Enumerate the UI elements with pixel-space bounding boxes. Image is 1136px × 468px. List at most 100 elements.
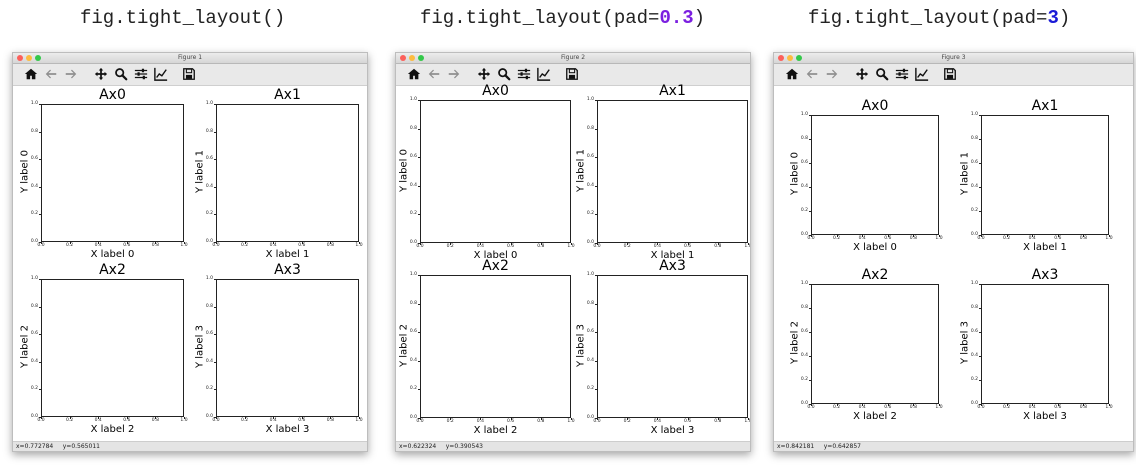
x-tick-mark <box>597 418 598 420</box>
x-tick-label: 0.4 <box>1028 236 1036 241</box>
forward-arrow-button[interactable] <box>446 66 462 82</box>
y-tick-mark <box>418 214 420 216</box>
back-arrow-button[interactable] <box>43 66 59 82</box>
y-tick-label: 0.6 <box>205 156 213 162</box>
minimize-window-button[interactable] <box>787 55 793 61</box>
x-axis-label: X label 2 <box>473 425 518 436</box>
y-tick-mark <box>214 131 216 133</box>
save-disk-button[interactable] <box>942 66 958 82</box>
home-button[interactable] <box>406 66 422 82</box>
y-tick-mark <box>595 332 597 334</box>
edit-axes-button[interactable] <box>536 66 552 82</box>
subplots-sliders-button[interactable] <box>133 66 149 82</box>
axes-title: Ax0 <box>861 98 889 114</box>
y-tick-mark <box>595 303 597 305</box>
y-tick-label: 0.4 <box>409 182 417 188</box>
axes-title: Ax2 <box>861 267 889 283</box>
y-tick-label: 0.4 <box>800 184 808 189</box>
subplots-sliders-button[interactable] <box>894 66 910 82</box>
axes-title: Ax3 <box>274 262 301 278</box>
caption-0: fig.tight_layout() <box>80 4 285 32</box>
x-tick-mark <box>450 243 452 245</box>
y-tick-mark <box>979 187 981 188</box>
x-tick-label: 0.6 <box>298 418 306 423</box>
home-button[interactable] <box>784 66 800 82</box>
x-tick-label: 0.4 <box>653 419 661 424</box>
subplots-sliders-button[interactable] <box>516 66 532 82</box>
x-tick-mark <box>359 417 360 419</box>
y-axis-label: Y label 0 <box>19 150 31 194</box>
save-disk-button[interactable] <box>181 66 197 82</box>
x-tick-mark <box>540 243 542 245</box>
x-tick-mark <box>1057 404 1059 406</box>
save-disk-button[interactable] <box>564 66 580 82</box>
axes-1 <box>597 100 748 243</box>
x-axis-label: X label 1 <box>650 250 695 261</box>
x-tick-mark <box>1083 404 1085 406</box>
y-axis-label: Y label 3 <box>194 325 206 369</box>
y-tick-label: 0.8 <box>800 305 808 310</box>
subplots-sliders-icon <box>895 68 909 85</box>
x-tick-mark <box>480 243 482 245</box>
x-tick-label: 0.2 <box>446 419 454 424</box>
y-tick-label: 0.4 <box>970 353 978 358</box>
axes-3 <box>981 284 1109 404</box>
y-tick-label: 0.2 <box>409 386 417 392</box>
x-tick-mark <box>184 242 185 244</box>
y-tick-mark <box>979 356 981 357</box>
y-tick-label: 0.0 <box>30 239 38 244</box>
minimize-window-button[interactable] <box>26 55 32 61</box>
close-window-button[interactable] <box>400 55 406 61</box>
close-window-button[interactable] <box>778 55 784 61</box>
y-tick-mark <box>39 131 41 133</box>
x-tick-label: 0.6 <box>507 244 515 249</box>
matplotlib-toolbar <box>774 64 1133 86</box>
forward-arrow-button[interactable] <box>63 66 79 82</box>
y-tick-mark <box>809 211 811 212</box>
y-tick-mark <box>809 235 811 236</box>
zoom-magnifier-button[interactable] <box>496 66 512 82</box>
x-axis-label: X label 0 <box>853 242 897 253</box>
pan-move-button[interactable] <box>476 66 492 82</box>
x-tick-mark <box>244 242 246 244</box>
axes-title: Ax0 <box>99 87 126 103</box>
x-tick-label: 1.0 <box>935 405 943 410</box>
back-arrow-button[interactable] <box>426 66 442 82</box>
y-tick-label: 0.2 <box>205 386 213 392</box>
pan-move-button[interactable] <box>854 66 870 82</box>
y-tick-mark <box>979 139 981 140</box>
zoom-magnifier-button[interactable] <box>113 66 129 82</box>
x-tick-mark <box>450 418 452 420</box>
y-tick-label: 0.4 <box>205 358 213 364</box>
back-arrow-button[interactable] <box>804 66 820 82</box>
y-tick-mark <box>418 185 420 187</box>
x-axis-label: X label 2 <box>90 424 135 435</box>
y-tick-mark <box>979 308 981 309</box>
maximize-window-button[interactable] <box>35 55 41 61</box>
x-tick-label: 0.8 <box>714 244 722 249</box>
y-tick-label: 0.0 <box>586 240 594 245</box>
caption-close-paren: ) <box>1058 7 1071 29</box>
status-bar: x=0.842181 y=0.642857 <box>774 441 1133 451</box>
x-tick-mark <box>420 418 421 420</box>
forward-arrow-button[interactable] <box>824 66 840 82</box>
edit-axes-button[interactable] <box>153 66 169 82</box>
zoom-magnifier-button[interactable] <box>874 66 890 82</box>
x-tick-label: 1.0 <box>744 419 751 424</box>
y-axis-label: Y label 2 <box>19 325 31 369</box>
close-window-button[interactable] <box>17 55 23 61</box>
x-tick-label: 1.0 <box>180 243 188 248</box>
maximize-window-button[interactable] <box>796 55 802 61</box>
edit-axes-button[interactable] <box>914 66 930 82</box>
pan-move-button[interactable] <box>93 66 109 82</box>
minimize-window-button[interactable] <box>409 55 415 61</box>
maximize-window-button[interactable] <box>418 55 424 61</box>
y-tick-label: 0.2 <box>30 211 38 217</box>
y-tick-label: 0.2 <box>800 377 808 382</box>
axes-title: Ax2 <box>99 262 126 278</box>
home-button[interactable] <box>23 66 39 82</box>
